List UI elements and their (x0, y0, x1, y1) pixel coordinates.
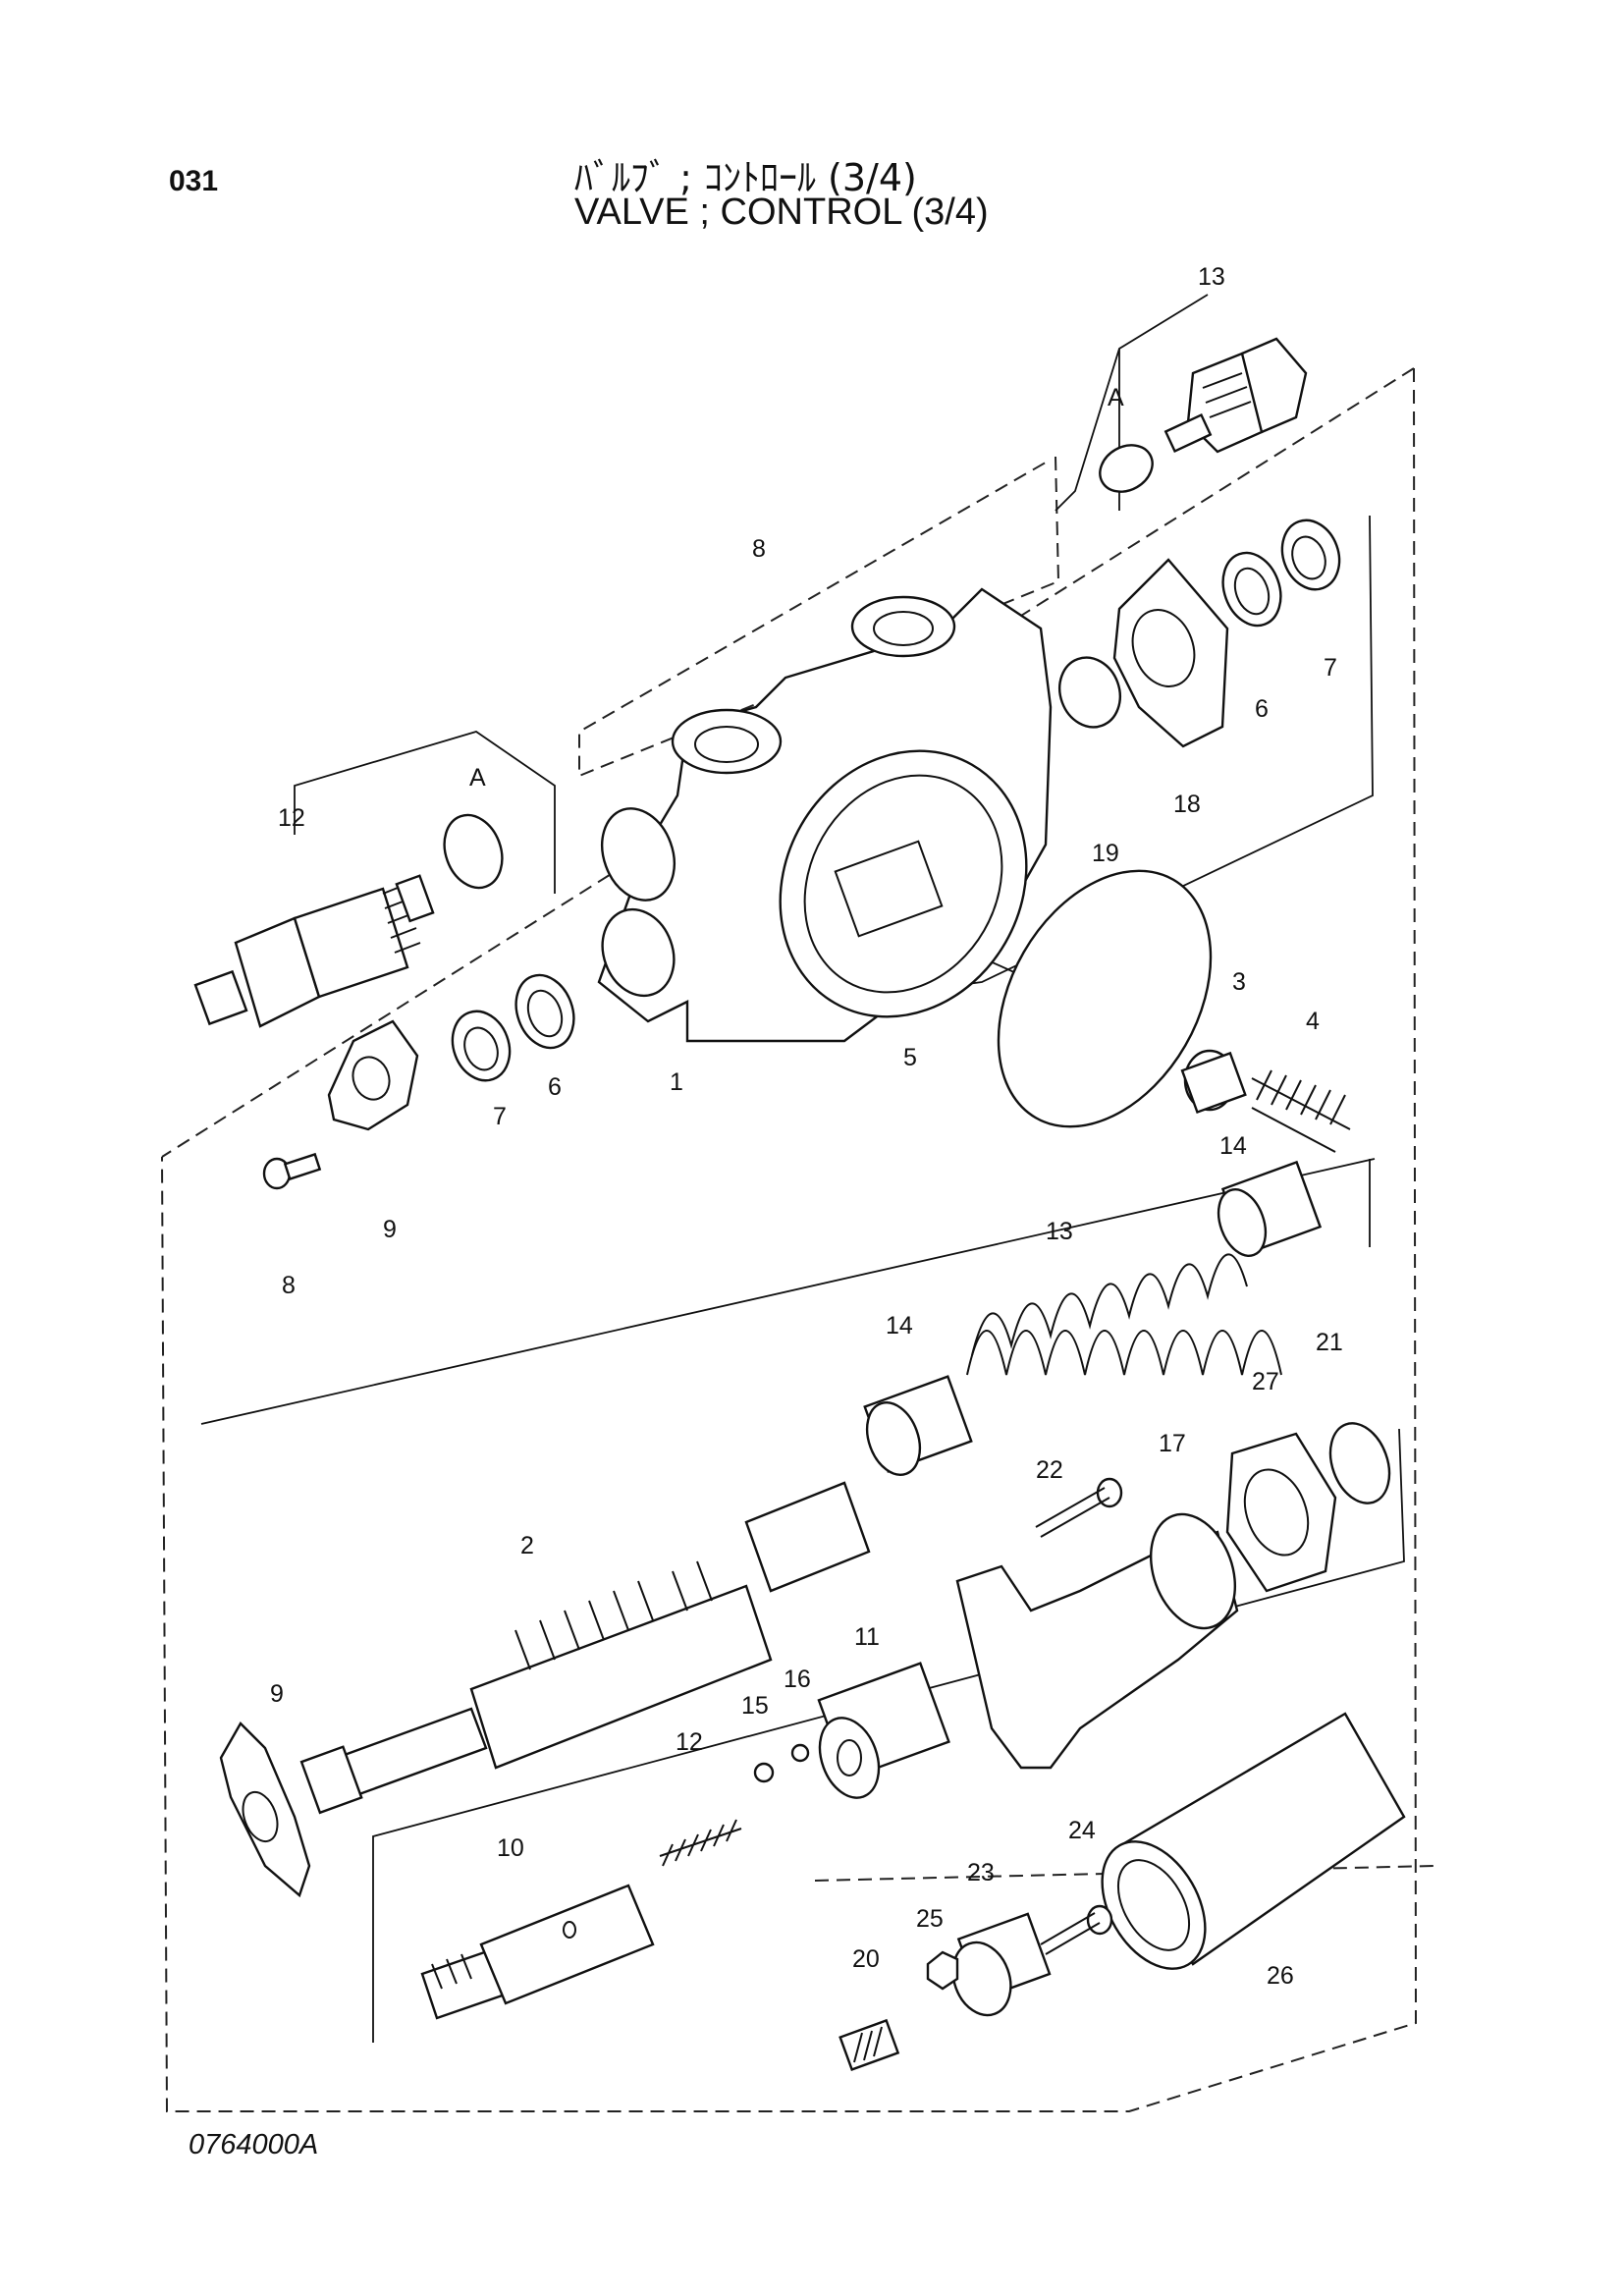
callout-5: 5 (903, 1044, 917, 1071)
callout-A-top: A (1108, 384, 1124, 411)
spool-2 (299, 1481, 871, 1815)
callout-13-top: 13 (1198, 263, 1225, 291)
ring-7-right (1280, 519, 1341, 591)
callout-7-right: 7 (1324, 654, 1337, 682)
callout-8-screw: 8 (282, 1272, 296, 1299)
flange-18 (1112, 558, 1229, 748)
callout-18: 18 (1173, 791, 1201, 818)
callout-7-left: 7 (493, 1103, 507, 1130)
callout-19: 19 (1092, 840, 1119, 867)
ring-7-left (451, 1010, 512, 1082)
screw-22 (1035, 1477, 1123, 1538)
plunger-10 (420, 1884, 655, 2020)
callout-15: 15 (741, 1692, 769, 1720)
callout-12-relief: 12 (278, 804, 305, 832)
page-code: 031 (169, 165, 219, 197)
callout-17: 17 (1159, 1430, 1186, 1457)
callout-2: 2 (520, 1532, 534, 1559)
callout-11: 11 (854, 1623, 880, 1651)
seal-6-left (514, 973, 575, 1050)
spring-13 (966, 1253, 1282, 1376)
callout-16: 16 (784, 1666, 811, 1693)
callout-6-left: 6 (548, 1073, 562, 1101)
callout-3: 3 (1232, 968, 1246, 996)
callout-21: 21 (1316, 1329, 1343, 1356)
leader-12-group (294, 731, 556, 894)
callout-27: 27 (1252, 1368, 1279, 1395)
callout-26: 26 (1267, 1962, 1294, 1990)
callout-24: 24 (1068, 1817, 1096, 1844)
spring-12 (659, 1819, 742, 1867)
set-screw-20 (839, 2018, 900, 2072)
callout-13-spring: 13 (1046, 1218, 1073, 1245)
o-ring-5 (997, 869, 1213, 1128)
callout-6-right: 6 (1255, 695, 1269, 723)
callout-22: 22 (1036, 1456, 1063, 1484)
callout-1: 1 (670, 1068, 683, 1096)
title-english: VALVE ; CONTROL (3/4) (574, 191, 989, 233)
callout-23: 23 (967, 1859, 995, 1886)
callout-12-spring: 12 (676, 1728, 703, 1756)
o-ring-A-top (1099, 444, 1154, 493)
snap-ring-21 (1328, 1422, 1391, 1504)
leader-13-to-A (1055, 294, 1209, 512)
sleeve-14-upper (1217, 1160, 1323, 1257)
upper-body-boundary (578, 456, 1060, 778)
cover-17 (955, 1512, 1239, 1770)
relief-valve-12 (193, 874, 435, 1028)
callout-20: 20 (852, 1945, 880, 1973)
screw-8 (262, 1152, 322, 1190)
callout-14-upper: 14 (1219, 1132, 1247, 1160)
o-ring-A-left (443, 813, 504, 890)
title-japanese: ﾊﾞﾙﾌﾞ ; ｺﾝﾄﾛｰﾙ (3/4) (574, 156, 917, 199)
flange-9-bottom (219, 1722, 311, 1898)
seal-6-right (1221, 551, 1282, 628)
spring-4 (1251, 1069, 1351, 1153)
callout-14-mid: 14 (886, 1312, 913, 1339)
callout-8-body: 8 (752, 535, 766, 563)
fitting-3 (1180, 1049, 1247, 1115)
leader-spool-group (200, 1158, 1376, 1425)
callout-4: 4 (1306, 1008, 1320, 1035)
o-ring-19 (1058, 656, 1121, 729)
plug-23 (951, 1912, 1052, 2017)
callout-25: 25 (916, 1905, 944, 1933)
callout-9-bottom: 9 (270, 1680, 284, 1708)
nut-27 (1225, 1432, 1337, 1593)
cylinder-26 (1101, 1712, 1406, 1970)
screw-24 (1040, 1904, 1113, 1955)
plug-13 (1163, 337, 1308, 454)
sleeve-14-mid (863, 1375, 973, 1476)
callout-A-left: A (469, 764, 486, 792)
flange-9-top (327, 1019, 419, 1131)
callout-9-top: 9 (383, 1216, 397, 1243)
ball-16 (790, 1743, 810, 1763)
valve-body-8 (597, 587, 1053, 1043)
assembly-boundary-line (161, 367, 1418, 2112)
callout-10: 10 (497, 1834, 524, 1862)
ball-15 (753, 1762, 775, 1783)
cap-11 (817, 1662, 950, 1799)
nut-25 (926, 1950, 959, 1991)
drawing-number: 0764000A (189, 2129, 319, 2160)
